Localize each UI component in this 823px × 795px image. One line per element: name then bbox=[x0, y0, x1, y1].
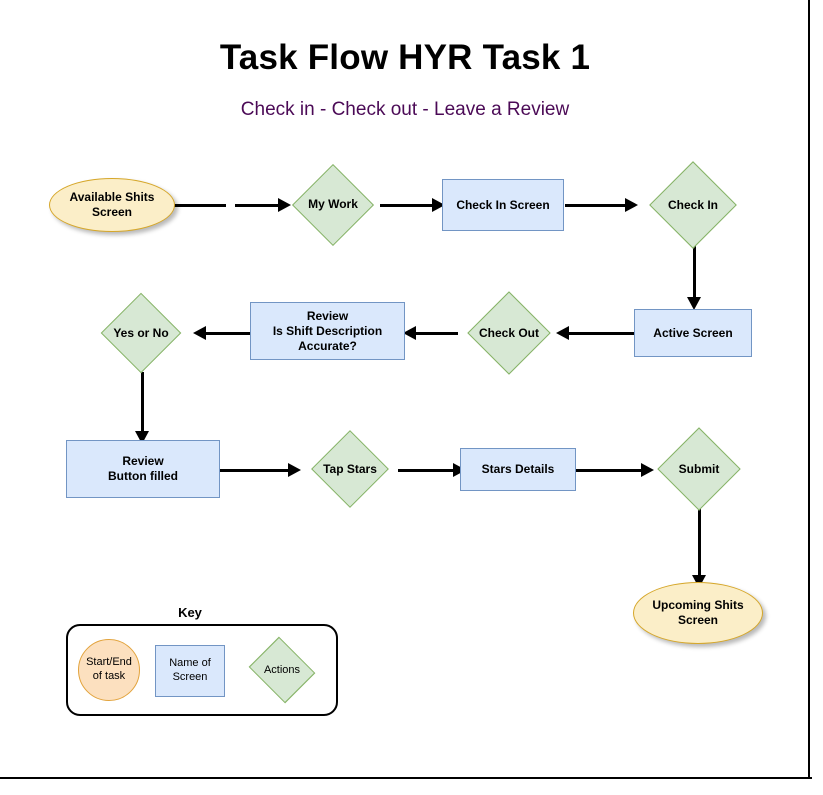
node-label: Active Screen bbox=[653, 325, 733, 340]
node-label: Check In bbox=[667, 197, 718, 212]
edge-activescreen-to-checkout-arrowhead bbox=[556, 326, 569, 340]
key-title: Key bbox=[178, 605, 202, 620]
node-yes-or-no[interactable]: Yes or No bbox=[91, 292, 191, 374]
key-item-actions: Actions bbox=[238, 636, 326, 704]
node-label: Yes or No bbox=[113, 325, 169, 340]
page-border-bottom bbox=[0, 777, 812, 779]
page-title: Task Flow HYR Task 1 bbox=[219, 38, 591, 77]
edge-tapstars-to-starsdetails bbox=[398, 469, 460, 472]
node-submit[interactable]: Submit bbox=[645, 427, 753, 511]
edge-submit-to-upcoming bbox=[698, 508, 701, 579]
node-check-in-screen[interactable]: Check In Screen bbox=[442, 179, 564, 231]
node-stars-details[interactable]: Stars Details bbox=[460, 448, 576, 491]
node-label: Tap Stars bbox=[323, 461, 377, 476]
edge-review-to-yesorno bbox=[205, 332, 251, 335]
edge-starsdetails-to-submit bbox=[576, 469, 647, 472]
edge-checkout-to-review-arrowhead bbox=[403, 326, 416, 340]
edge-checkinscreen-to-checkin-arrowhead bbox=[625, 198, 638, 212]
page-border-right bbox=[808, 0, 810, 779]
node-check-out[interactable]: Check Out bbox=[452, 291, 566, 375]
node-my-work[interactable]: My Work bbox=[283, 163, 383, 246]
edge-reviewbutton-to-tapstars-arrowhead bbox=[288, 463, 301, 477]
node-tap-stars[interactable]: Tap Stars bbox=[297, 430, 403, 508]
node-label: Check In Screen bbox=[456, 197, 550, 212]
edge-available-to-mywork-arrowhead bbox=[278, 198, 291, 212]
edge-checkinscreen-to-checkin bbox=[565, 204, 631, 207]
edge-mywork-to-checkinscreen bbox=[380, 204, 437, 207]
node-active-screen[interactable]: Active Screen bbox=[634, 309, 752, 357]
page-subtitle: Check in - Check out - Leave a Review bbox=[240, 99, 570, 120]
edge-yesorno-to-reviewbutton bbox=[141, 372, 144, 434]
node-label: My Work bbox=[308, 197, 358, 211]
edge-reviewbutton-to-tapstars bbox=[220, 469, 293, 472]
edge-checkin-to-activescreen-arrowhead bbox=[687, 297, 701, 310]
edge-review-to-yesorno-arrowhead bbox=[193, 326, 206, 340]
edge-starsdetails-to-submit-arrowhead bbox=[641, 463, 654, 477]
node-label: Stars Details bbox=[481, 462, 555, 476]
node-label: Submit bbox=[678, 461, 720, 476]
edge-available-to-mywork-seg1 bbox=[173, 204, 226, 207]
edge-checkin-to-activescreen bbox=[693, 246, 696, 301]
key-label: Actions bbox=[263, 664, 301, 676]
node-label: Check Out bbox=[478, 325, 539, 340]
edge-activescreen-to-checkout bbox=[567, 332, 634, 335]
node-check-in[interactable]: Check In bbox=[634, 161, 752, 249]
edge-available-to-mywork-seg2 bbox=[235, 204, 285, 207]
edge-mywork-to-checkinscreen-arrowhead bbox=[432, 198, 445, 212]
edge-checkout-to-review bbox=[414, 332, 458, 335]
